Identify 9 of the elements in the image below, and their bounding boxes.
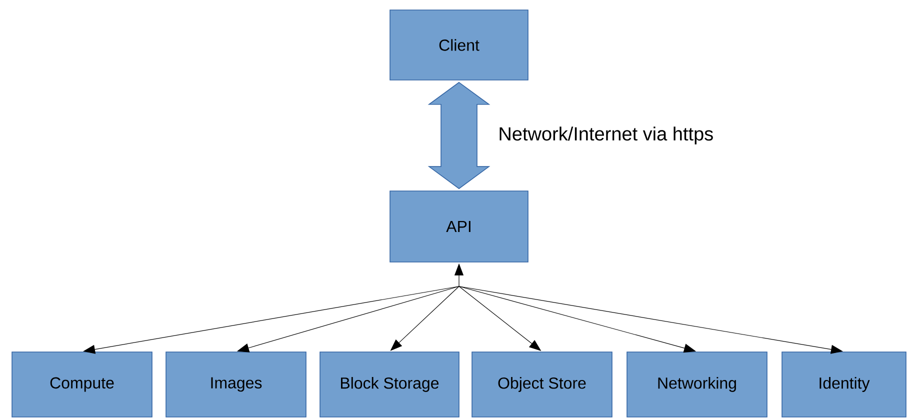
service-box: Compute — [12, 352, 152, 418]
service-box: Object Store — [472, 352, 612, 418]
service-box: Block Storage — [320, 352, 460, 418]
service-box: Identity — [782, 352, 906, 418]
service-box: API — [390, 190, 528, 262]
service-box: Client — [390, 10, 528, 80]
service-box: Networking — [626, 352, 768, 418]
service-box: Images — [166, 352, 306, 418]
edge-label: Network/Internet via https — [497, 126, 715, 146]
